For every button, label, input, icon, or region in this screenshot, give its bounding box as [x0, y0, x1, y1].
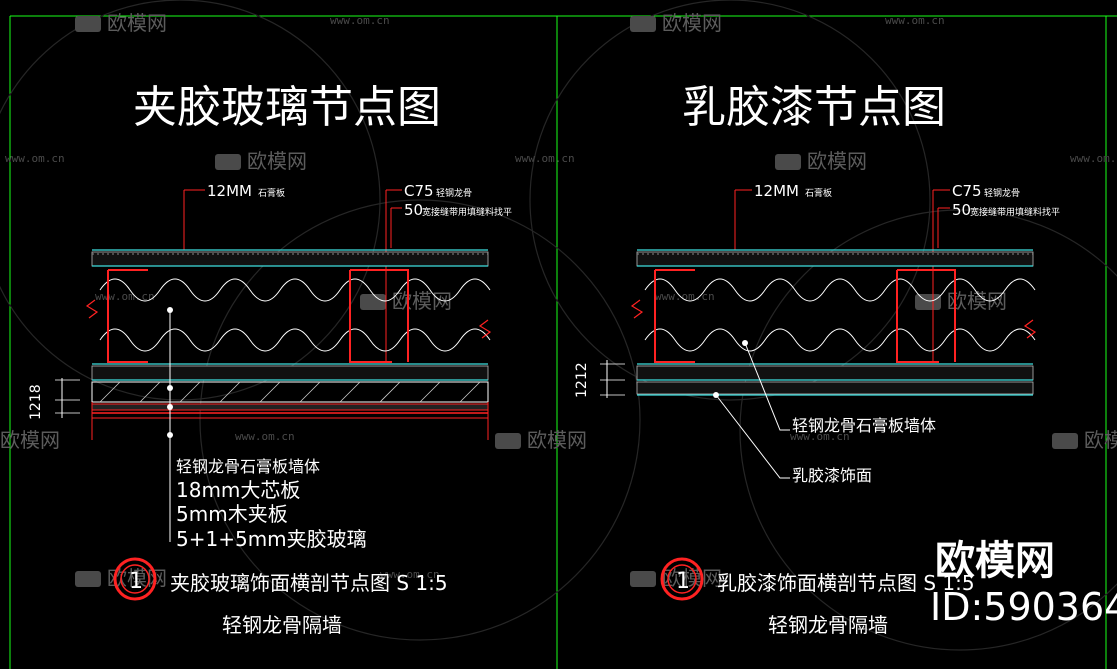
svg-text:www.om.cn: www.om.cn: [330, 14, 390, 27]
svg-text:轻钢龙骨石膏板墙体: 轻钢龙骨石膏板墙体: [792, 416, 936, 435]
svg-text:5mm木夹板: 5mm木夹板: [176, 502, 288, 526]
brand-id: ID:590364: [930, 585, 1117, 629]
svg-text:轻钢龙骨隔墙: 轻钢龙骨隔墙: [222, 613, 342, 637]
panel-frames: [9, 15, 1117, 669]
right-title: 乳胶漆节点图: [682, 82, 946, 133]
watermark: 欧模网: [495, 428, 587, 452]
svg-text:C75: C75: [952, 182, 982, 200]
svg-text:宽接缝带用填缝料找平: 宽接缝带用填缝料找平: [970, 206, 1060, 218]
svg-text:www.om.cn: www.om.cn: [380, 568, 440, 581]
svg-text:轻钢龙骨: 轻钢龙骨: [984, 187, 1020, 199]
svg-text:12MM: 12MM: [207, 182, 252, 200]
brand-name: 欧模网: [935, 538, 1055, 584]
watermark: 欧模网: [75, 11, 167, 35]
svg-text:欧模网: 欧模网: [527, 428, 587, 452]
right-dimension: 1212: [574, 360, 625, 398]
svg-text:C75: C75: [404, 182, 434, 200]
svg-text:石膏板: 石膏板: [258, 187, 285, 199]
watermark-logos: 欧模网 www.om.cn 欧模网 www.om.cn www.om.cn 欧模…: [0, 11, 1117, 590]
svg-text:1: 1: [676, 569, 690, 594]
svg-text:www.om.cn: www.om.cn: [5, 152, 65, 165]
svg-text:欧模网: 欧模网: [1084, 428, 1117, 452]
right-panel: 乳胶漆节点图 12MM 石膏板 C75 轻钢龙骨 50 宽接缝带用填缝料找平: [574, 82, 1060, 637]
svg-text:1218: 1218: [28, 384, 44, 420]
watermark: 欧模网: [360, 289, 452, 313]
svg-text:1: 1: [129, 569, 143, 594]
left-wall-section: [85, 249, 492, 440]
svg-text:欧模网: 欧模网: [107, 11, 167, 35]
svg-text:欧模网: 欧模网: [807, 149, 867, 173]
svg-text:轻钢龙骨隔墙: 轻钢龙骨隔墙: [768, 613, 888, 637]
svg-text:欧模网: 欧模网: [662, 11, 722, 35]
svg-text:www.om.cn: www.om.cn: [235, 430, 295, 443]
svg-text:乳胶漆饰面: 乳胶漆饰面: [792, 466, 872, 485]
svg-text:www.om.cn: www.om.cn: [655, 290, 715, 303]
svg-text:www.om.cn: www.om.cn: [885, 14, 945, 27]
svg-text:5+1+5mm夹胶玻璃: 5+1+5mm夹胶玻璃: [176, 527, 367, 551]
svg-text:欧模网: 欧模网: [0, 428, 60, 452]
left-dimension: 1218: [28, 378, 80, 420]
svg-text:夹胶玻璃饰面横剖节点图 S 1:5: 夹胶玻璃饰面横剖节点图 S 1:5: [170, 571, 448, 595]
svg-text:50: 50: [952, 201, 971, 219]
brand-overlay: 欧模网 ID:590364: [930, 538, 1117, 629]
svg-text:18mm大芯板: 18mm大芯板: [176, 478, 300, 502]
watermark: 欧模网: [215, 149, 307, 173]
svg-text:欧模网: 欧模网: [247, 149, 307, 173]
svg-text:乳胶漆饰面横剖节点图 S 1:5: 乳胶漆饰面横剖节点图 S 1:5: [717, 571, 975, 595]
svg-text:轻钢龙骨石膏板墙体: 轻钢龙骨石膏板墙体: [176, 457, 320, 476]
svg-text:1212: 1212: [574, 362, 590, 398]
right-caption: 1 乳胶漆饰面横剖节点图 S 1:5 轻钢龙骨隔墙: [660, 557, 975, 637]
svg-text:石膏板: 石膏板: [805, 187, 832, 199]
left-caption: 1 夹胶玻璃饰面横剖节点图 S 1:5 轻钢龙骨隔墙: [113, 557, 448, 637]
left-top-labels: 12MM 石膏板 C75 轻钢龙骨 50 宽接缝带用填缝料找平: [183, 182, 512, 362]
svg-text:50: 50: [404, 201, 423, 219]
svg-text:宽接缝带用填缝料找平: 宽接缝带用填缝料找平: [422, 206, 512, 218]
left-panel: 夹胶玻璃节点图 12MM 石膏板 C75 轻钢龙骨 50 宽接缝带用填缝料找平: [28, 82, 512, 637]
right-callouts: 轻钢龙骨石膏板墙体 乳胶漆饰面: [713, 340, 936, 485]
watermark: 欧模网: [775, 149, 867, 173]
svg-text:www.om.cn: www.om.cn: [1070, 152, 1117, 165]
left-title: 夹胶玻璃节点图: [133, 82, 441, 133]
svg-text:轻钢龙骨: 轻钢龙骨: [436, 187, 472, 199]
watermark: 欧模网: [1052, 428, 1117, 452]
left-callouts: 轻钢龙骨石膏板墙体 18mm大芯板 5mm木夹板 5+1+5mm夹胶玻璃: [167, 307, 367, 551]
watermark: 欧模网: [630, 11, 722, 35]
svg-text:www.om.cn: www.om.cn: [790, 430, 850, 443]
svg-text:12MM: 12MM: [754, 182, 799, 200]
svg-text:www.om.cn: www.om.cn: [515, 152, 575, 165]
right-top-labels: 12MM 石膏板 C75 轻钢龙骨 50 宽接缝带用填缝料找平: [734, 182, 1060, 362]
watermark-circles: [0, 0, 1117, 651]
right-wall-section: [630, 249, 1037, 396]
